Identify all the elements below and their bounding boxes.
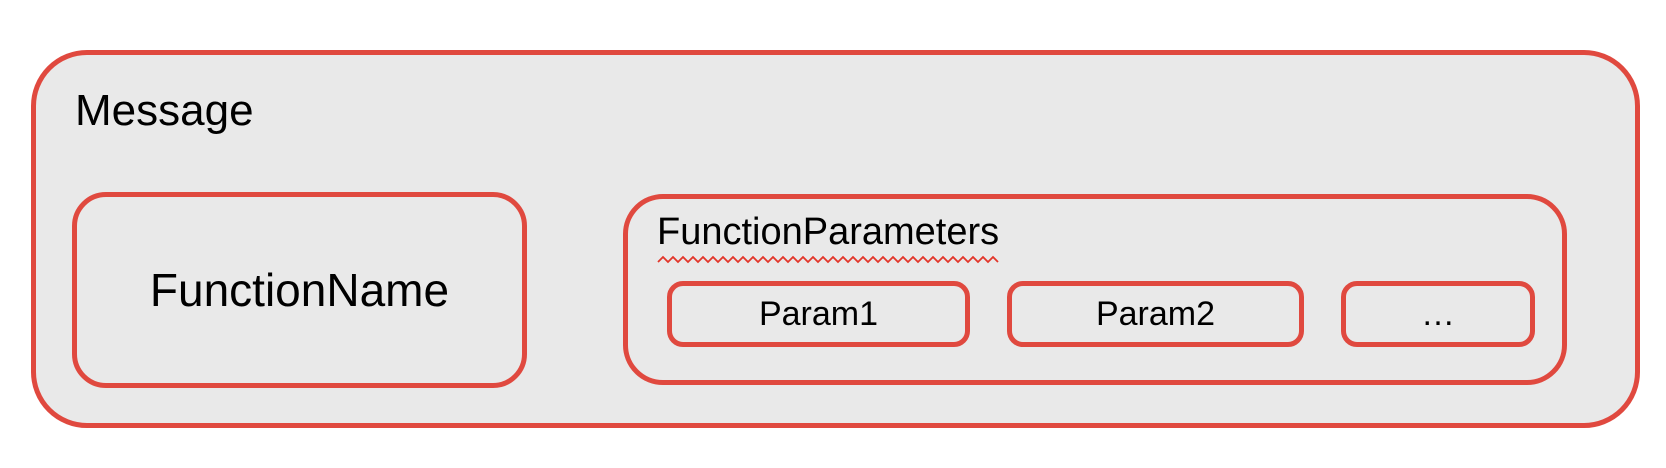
function-parameters-box: FunctionParameters Param1 Param2 … bbox=[623, 194, 1567, 385]
function-parameters-header: FunctionParameters bbox=[657, 209, 999, 264]
function-name-label: FunctionName bbox=[149, 264, 450, 316]
function-parameters-label: FunctionParameters bbox=[657, 211, 1000, 253]
param1-label: Param1 bbox=[758, 294, 879, 333]
param-ellipsis-label: … bbox=[1421, 294, 1455, 333]
squiggle-underline bbox=[657, 255, 999, 264]
param2-box: Param2 bbox=[1007, 281, 1304, 347]
function-name-box: FunctionName bbox=[72, 192, 527, 388]
param-row: Param1 Param2 … bbox=[667, 281, 1535, 347]
message-box-title: Message bbox=[75, 86, 254, 135]
message-box: Message FunctionName FunctionParameters … bbox=[31, 50, 1640, 428]
param-ellipsis-box: … bbox=[1341, 281, 1535, 347]
param1-box: Param1 bbox=[667, 281, 970, 347]
param2-label: Param2 bbox=[1095, 294, 1216, 333]
